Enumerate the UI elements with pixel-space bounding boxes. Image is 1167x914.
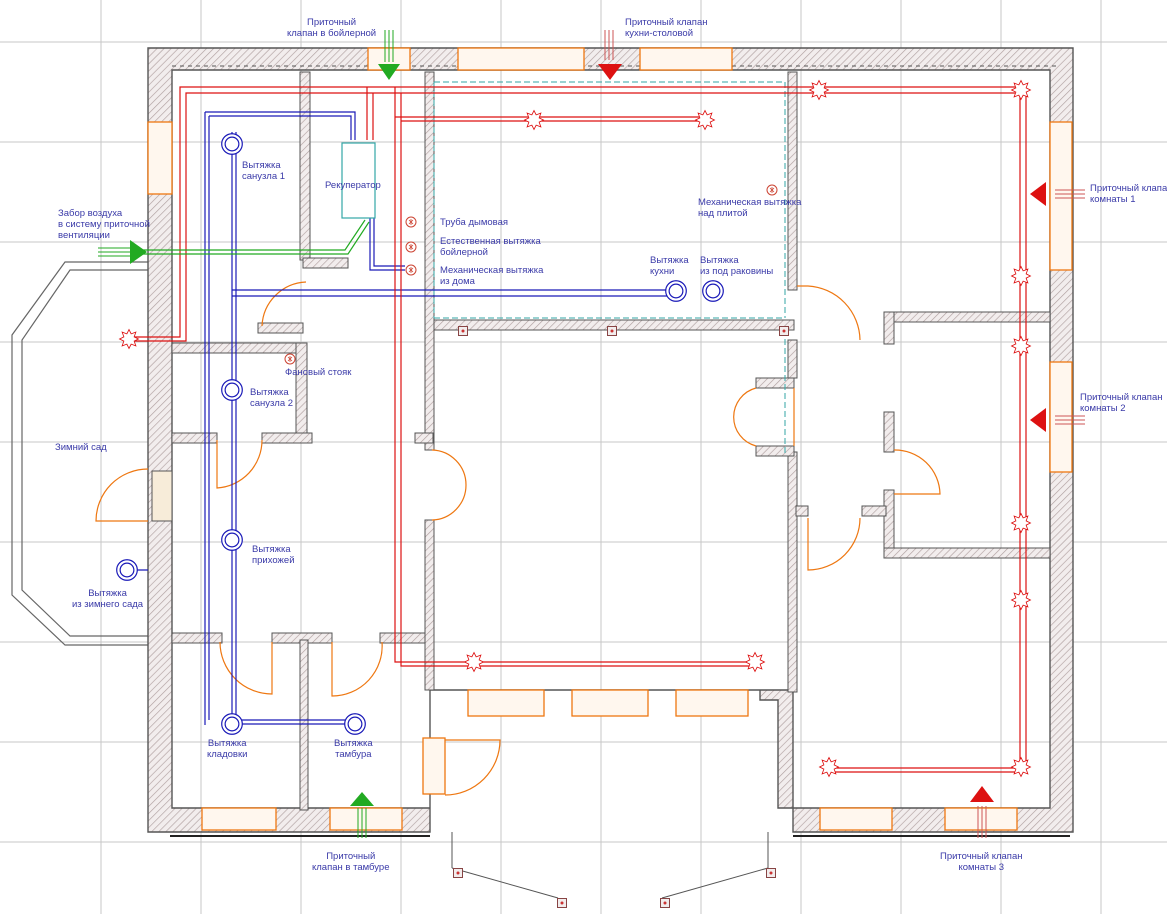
label-vestibule-valve: Приточный клапан в тамбуре	[312, 851, 390, 873]
room3-valve-arrow-icon	[970, 786, 994, 802]
kitchen-valve-arrow-icon	[598, 64, 622, 80]
label-bath1: Вытяжка санузла 1	[242, 160, 286, 182]
label-kitchen-valve: Приточный клапан кухни-столовой	[625, 17, 708, 39]
label-bath2: Вытяжка санузла 2	[250, 387, 294, 409]
vestibule-valve-arrow-icon	[350, 792, 374, 806]
recuperator-unit	[341, 142, 376, 219]
intake-arrow-icon	[130, 240, 147, 264]
valve-grilles	[98, 30, 1085, 838]
label-vestibule-exhaust: Вытяжка тамбура	[334, 738, 373, 760]
label-room2-valve: Приточный клапан комнаты 2	[1080, 392, 1163, 414]
room2-valve-arrow-icon	[1030, 408, 1046, 432]
door-swings	[95, 281, 941, 796]
label-kitchen-exhaust: Вытяжка кухни	[650, 255, 689, 277]
label-recuperator: Рекуператор	[325, 180, 381, 191]
label-winter-garden: Зимний сад	[55, 442, 107, 453]
room1-valve-arrow-icon	[1030, 182, 1046, 206]
label-room1-valve: Приточный клапан комнаты 1	[1090, 183, 1167, 205]
label-pantry: Вытяжка кладовки	[207, 738, 248, 760]
airflow-arrows	[130, 64, 1046, 806]
boiler-valve-arrow-icon	[378, 64, 400, 80]
exhaust-ducts	[128, 111, 668, 725]
label-room3-valve: Приточный клапан комнаты 3	[940, 851, 1023, 873]
intake-duct	[135, 219, 370, 255]
windows	[147, 47, 1073, 831]
label-boiler-valve: Приточный клапан в бойлерной	[287, 17, 377, 39]
label-hallway: Вытяжка прихожей	[252, 544, 295, 566]
winter-garden-outline	[11, 261, 148, 646]
label-garden-exhaust: Вытяжка из зимнего сада	[72, 588, 144, 610]
interior-walls	[151, 71, 1051, 811]
label-boiler-natural: Естественная вытяжка бойлерной	[440, 236, 541, 258]
label-fan-riser: Фановый стояк	[285, 367, 352, 378]
posts	[453, 326, 789, 908]
label-sink-exhaust: Вытяжка из под раковины	[700, 255, 774, 277]
porch	[170, 832, 1070, 899]
label-chimney: Труба дымовая	[440, 217, 509, 228]
label-hood: Механическая вытяжка над плитой	[698, 197, 802, 219]
label-intake: Забор воздуха в систему приточной вентил…	[58, 208, 150, 241]
label-mech-house: Механическая вытяжка из дома	[440, 265, 544, 287]
